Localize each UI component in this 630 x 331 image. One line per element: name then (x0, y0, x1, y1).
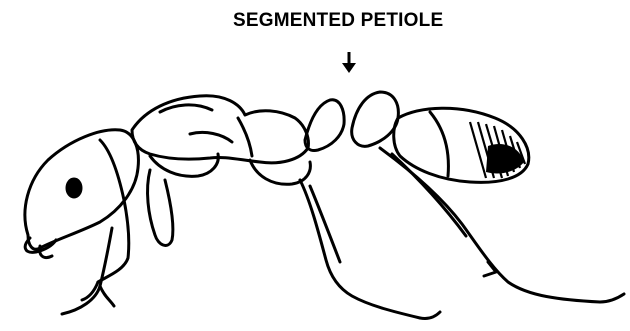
ant-mesosoma (132, 96, 308, 163)
ant-petiole-segment-2 (352, 92, 399, 146)
ant-front-leg (148, 170, 173, 245)
ant-eye (67, 179, 81, 197)
ant-petiole-segment-1 (305, 100, 344, 151)
pointer-arrow-icon (342, 52, 356, 73)
ant-middle-leg (300, 180, 420, 318)
